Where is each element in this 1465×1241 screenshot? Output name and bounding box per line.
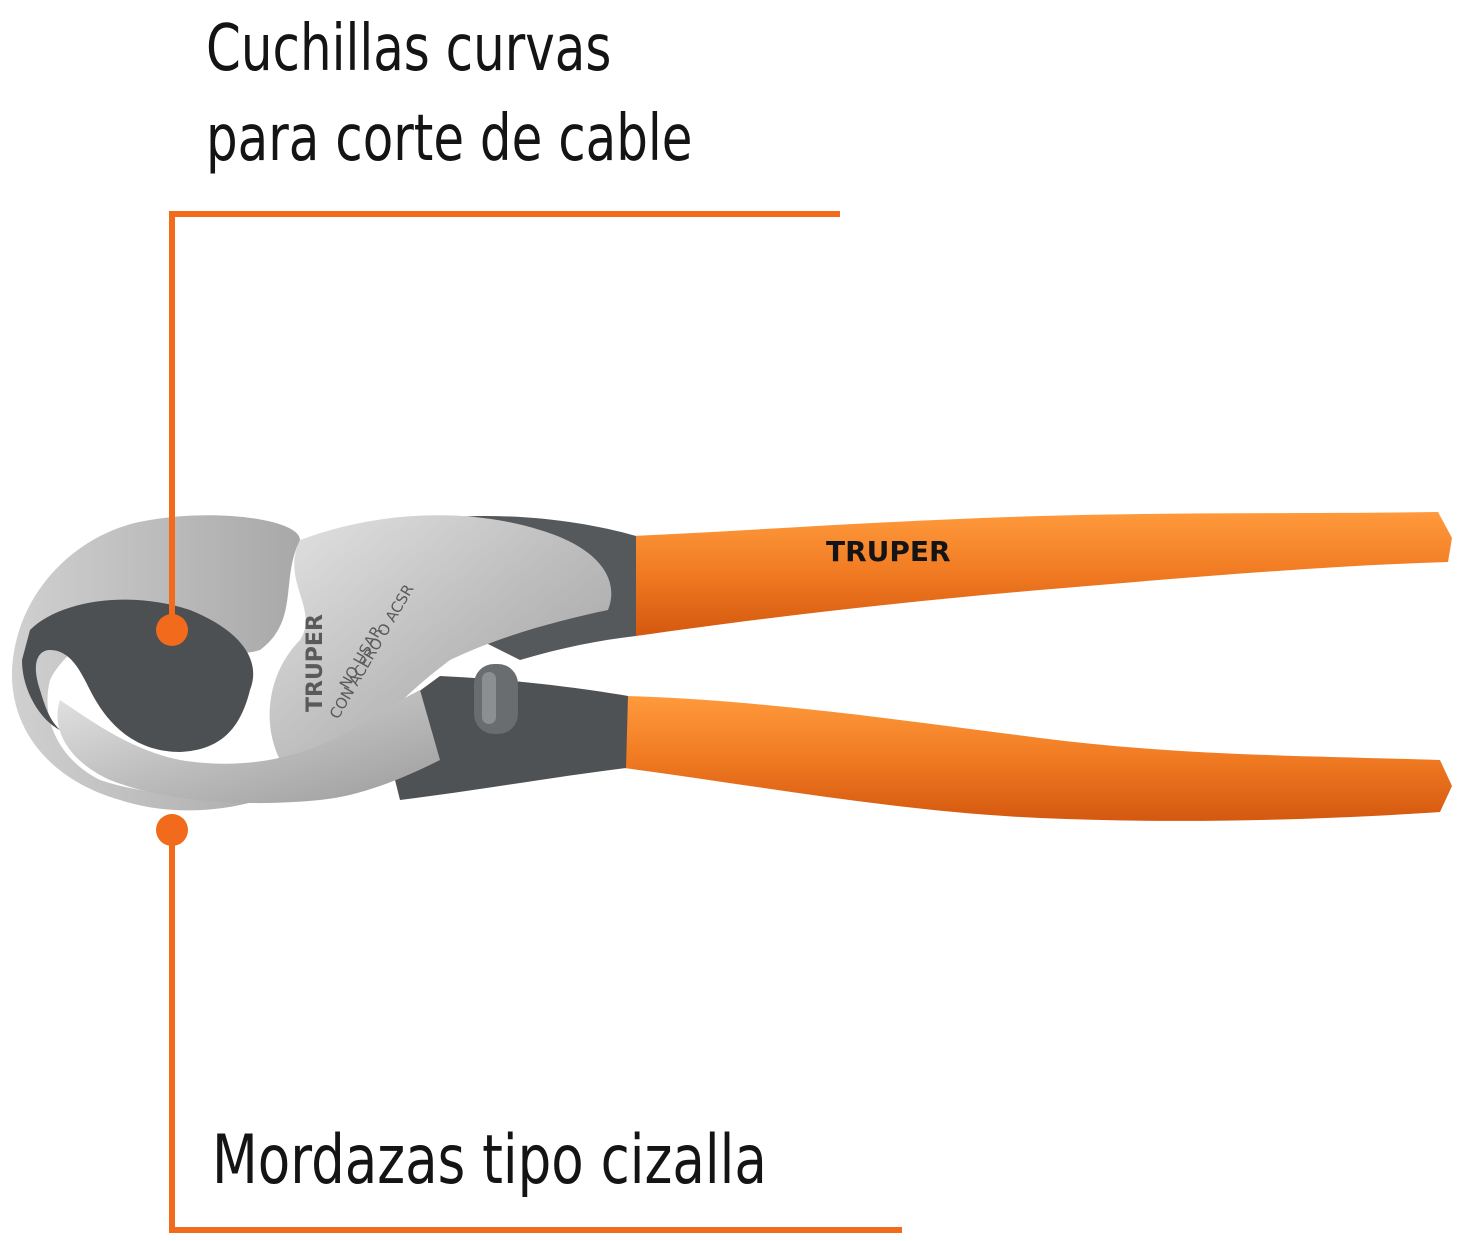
lower-handle [624,696,1452,821]
handle-brand: TRUPER [826,535,951,568]
lower-arm-dark [380,676,628,800]
callout-marker-top [156,614,188,646]
callout-shear-jaws: Mordazas tipo cizalla [212,1116,767,1206]
curved-blade [11,515,300,811]
callout-curved-blades: Cuchillas curvas para corte de cable [206,4,693,184]
pivot-bolt-highlight [482,672,496,724]
lower-jaw [57,690,440,804]
head-brand: TRUPER [303,614,328,712]
callout-shear-jaws-line1: Mordazas tipo cizalla [212,1121,767,1200]
callout-curved-blades-line2: para corte de cable [206,102,693,176]
upper-handle [632,512,1452,636]
callout-leader-top [169,211,840,630]
callout-marker-bottom [156,814,188,846]
upper-jaw [269,515,612,783]
callout-leader-bottom [169,830,902,1233]
callout-curved-blades-line1: Cuchillas curvas [206,12,612,86]
blade-inner-curve [22,599,254,752]
